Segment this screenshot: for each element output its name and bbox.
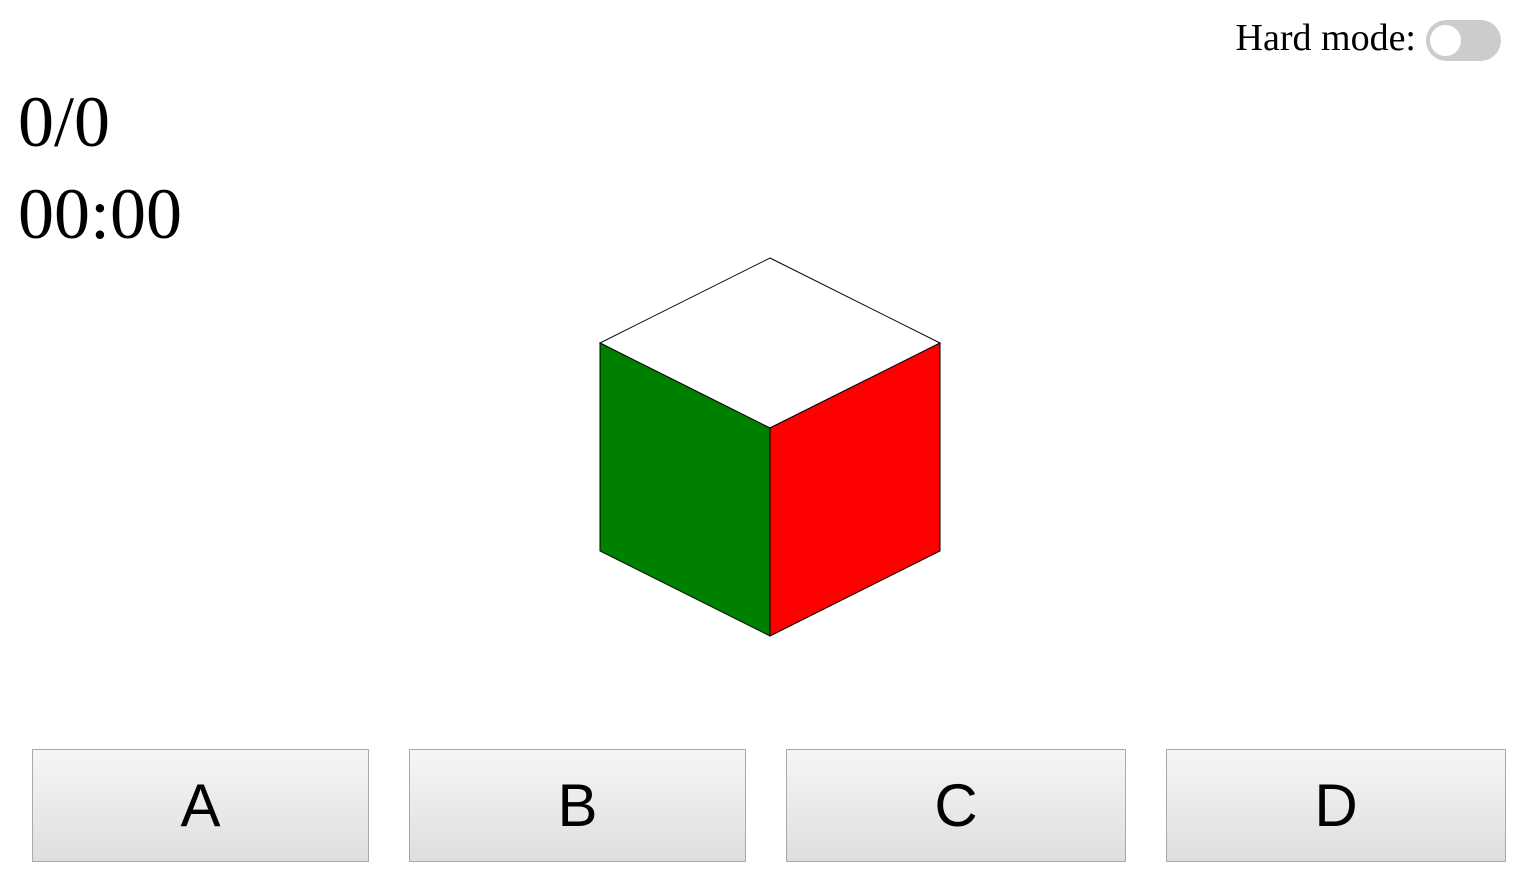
score-counter: 0/0 [18, 82, 111, 162]
hard-mode-toggle[interactable] [1426, 20, 1501, 61]
toggle-knob [1430, 25, 1461, 56]
hard-mode-label: Hard mode: [1235, 16, 1416, 59]
answer-button-c[interactable]: C [786, 749, 1126, 862]
answer-button-d[interactable]: D [1166, 749, 1506, 862]
timer: 00:00 [18, 174, 183, 254]
answer-button-b[interactable]: B [409, 749, 746, 862]
hard-mode-control: Hard mode: [1236, 14, 1501, 61]
answer-button-a[interactable]: A [32, 749, 369, 862]
cube-right-face [769, 342, 941, 637]
